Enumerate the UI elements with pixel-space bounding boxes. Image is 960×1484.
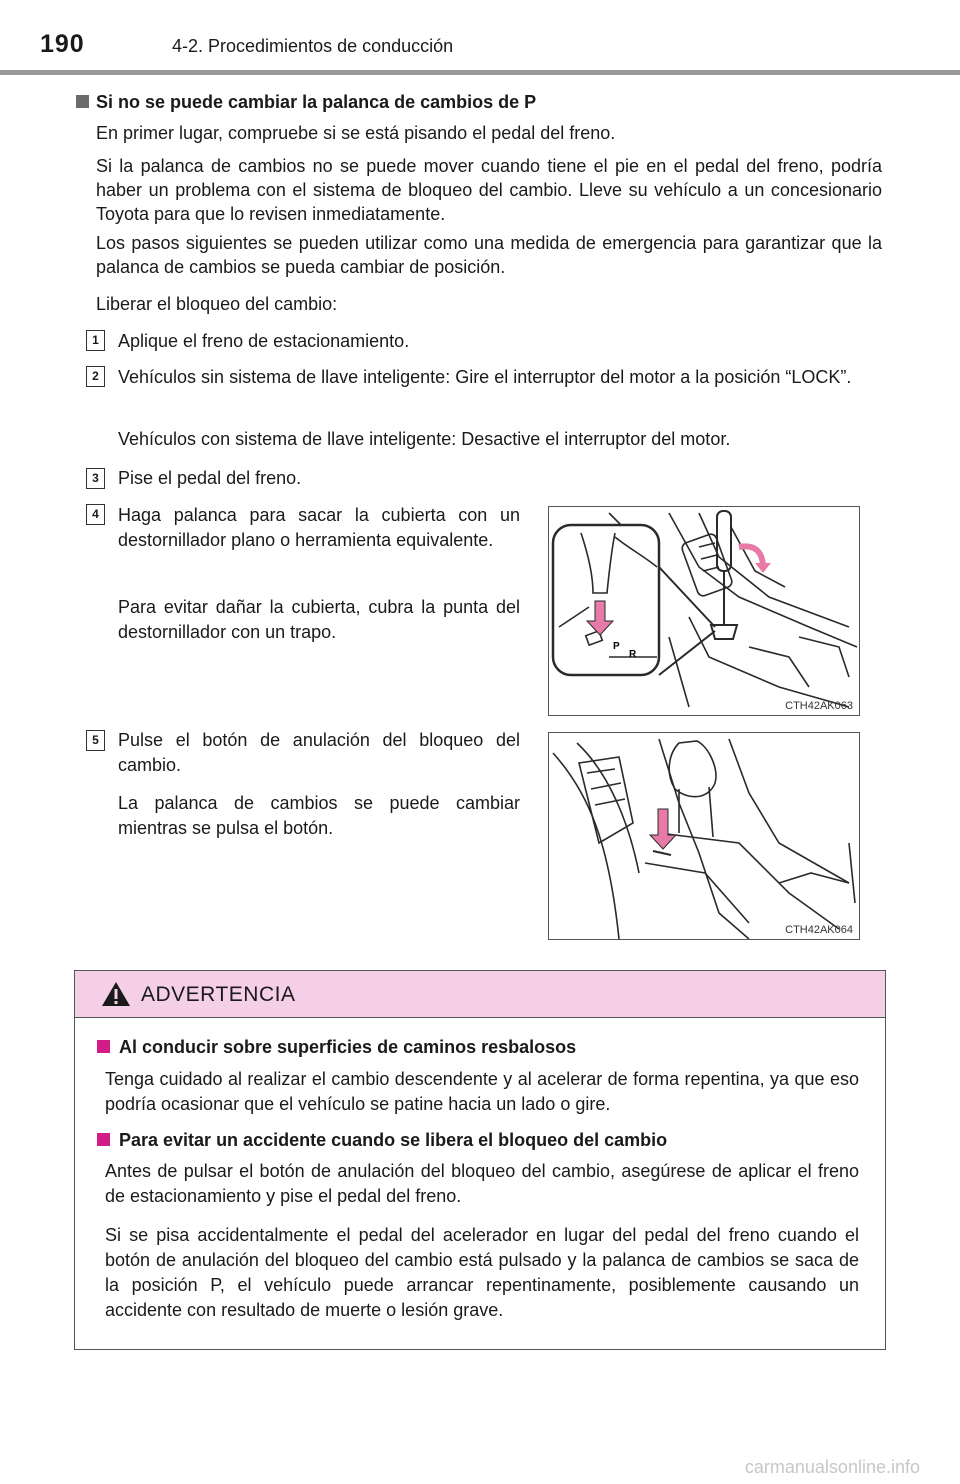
step-number-3: 3 <box>86 468 105 489</box>
square-bullet-icon <box>76 95 89 108</box>
step-4-note: Para evitar dañar la cubierta, cubra la … <box>118 597 520 642</box>
gear-label-r: R <box>629 649 637 660</box>
figure-remove-cover: P R CTH42AK063 <box>548 506 860 716</box>
gear-label-p: P <box>613 641 620 652</box>
chapter-title: 4-2. Procedimientos de conducción <box>172 36 454 56</box>
problem-paragraph: Si la palanca de cambios no se puede mov… <box>96 156 882 224</box>
warning-header: ADVERTENCIA <box>75 971 885 1018</box>
watermark: carmanualsonline.info <box>744 1457 920 1477</box>
step-5-text: Pulse el botón de anulación del bloqueo … <box>118 730 520 775</box>
warning-paragraph: Antes de pulsar el botón de anulación de… <box>105 1161 859 1206</box>
figure-release-button: CTH42AK064 <box>548 732 860 940</box>
warning-subheading-2: Para evitar un accidente cuando se liber… <box>97 1130 667 1151</box>
header-divider <box>0 70 960 75</box>
step-number-5: 5 <box>86 730 105 751</box>
warning-paragraph: Si se pisa accidentalmente el pedal del … <box>105 1225 859 1320</box>
warning-title: ADVERTENCIA <box>141 983 296 1006</box>
step-2-text: Vehículos sin sistema de llave inteligen… <box>118 367 852 387</box>
step-number-1: 1 <box>86 330 105 351</box>
section-heading-text: Si no se puede cambiar la palanca de cam… <box>96 92 537 112</box>
figure-code: CTH42AK063 <box>785 700 853 712</box>
section-heading: Si no se puede cambiar la palanca de cam… <box>76 92 536 113</box>
step-5-note: La palanca de cambios se puede cambiar m… <box>118 793 520 838</box>
figure-code: CTH42AK064 <box>785 924 853 936</box>
page-header: 190 4-2. Procedimientos de conducción <box>0 0 960 76</box>
release-lead: Liberar el bloqueo del cambio: <box>96 294 338 314</box>
step-number-2: 2 <box>86 366 105 387</box>
warning-paragraph: Tenga cuidado al realizar el cambio desc… <box>105 1069 859 1114</box>
intro-paragraph: En primer lugar, compruebe si se está pi… <box>96 123 616 143</box>
emergency-paragraph: Los pasos siguientes se pueden utilizar … <box>96 233 882 277</box>
warning-subheading-1: Al conducir sobre superficies de caminos… <box>97 1037 576 1058</box>
warning-triangle-icon <box>102 982 130 1006</box>
shift-lever-illustration <box>552 738 856 939</box>
warning-box: ADVERTENCIA Al conducir sobre superficie… <box>74 970 886 1350</box>
square-bullet-icon <box>97 1133 110 1146</box>
square-bullet-icon <box>97 1040 110 1053</box>
warning-subheading-text: Al conducir sobre superficies de caminos… <box>119 1037 577 1057</box>
step-3-text: Pise el pedal del freno. <box>118 468 302 488</box>
step-number-4: 4 <box>86 504 105 525</box>
step-2-text-smart-key: Vehículos con sistema de llave inteligen… <box>118 429 731 449</box>
warning-subheading-text: Para evitar un accidente cuando se liber… <box>119 1130 668 1150</box>
shift-cover-illustration: P R <box>551 510 858 708</box>
step-4-text: Haga palanca para sacar la cubierta con … <box>118 505 520 550</box>
step-1-text: Aplique el freno de estacionamiento. <box>118 331 410 351</box>
page-number: 190 <box>40 30 85 58</box>
